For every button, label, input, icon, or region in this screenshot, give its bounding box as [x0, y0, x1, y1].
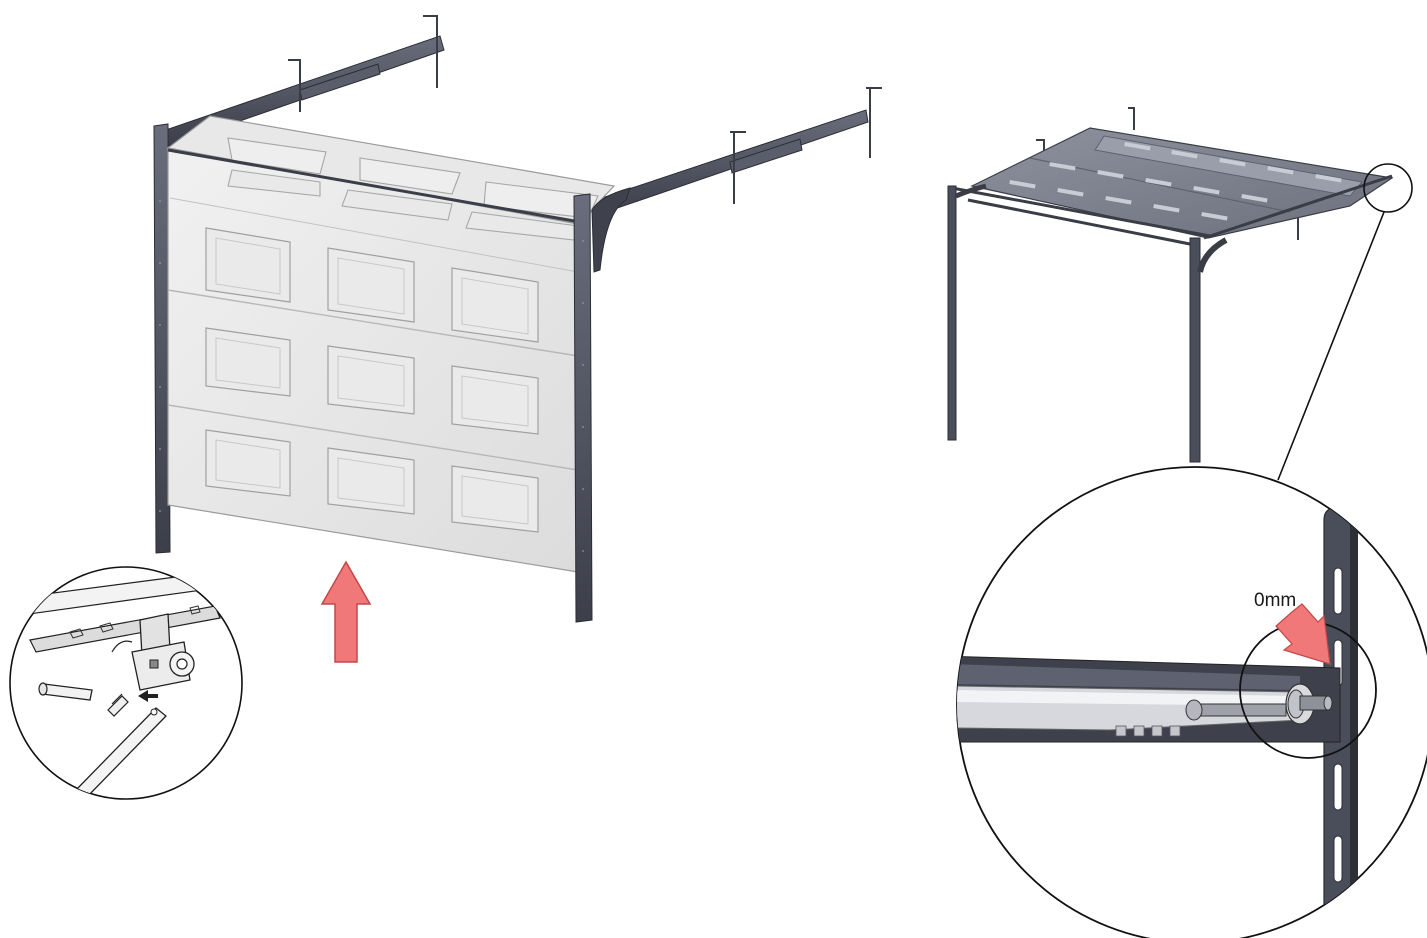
- hinge-pin: [38, 682, 93, 701]
- right-horizontal-track: [589, 109, 869, 217]
- left-track-hangers: [288, 15, 438, 112]
- garage-door-assembly: [153, 15, 882, 663]
- overhead-door-panel: [970, 127, 1394, 239]
- right-vertical-track: [573, 187, 631, 623]
- gap-label: 0mm: [1254, 590, 1296, 611]
- right-leg: [1189, 237, 1228, 463]
- retaining-clip: [107, 693, 129, 717]
- horizontal-rail: [957, 655, 1341, 743]
- gap-detail-circle: 0mm: [956, 466, 1427, 938]
- gap-indicator-arrow: [1275, 603, 1331, 665]
- right-track-hangers: [730, 87, 882, 204]
- door-panel: [166, 115, 616, 573]
- door-open-view: [947, 107, 1413, 481]
- left-leg: [947, 183, 987, 441]
- left-vertical-track: [153, 123, 171, 554]
- insert-direction-arrow: [138, 690, 158, 702]
- roller-shaft: [1185, 683, 1333, 725]
- hinge-bracket: [111, 613, 195, 691]
- corner-magnify-marker: [1363, 163, 1413, 213]
- hinge-detail-circle: [9, 566, 243, 800]
- lift-direction-arrow: [320, 560, 372, 663]
